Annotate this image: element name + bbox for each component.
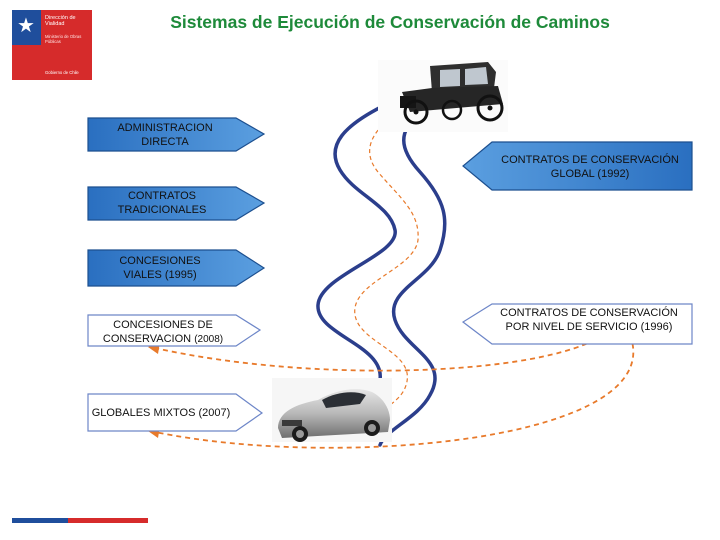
footer-bar-red — [68, 518, 148, 523]
label-concesiones-conservacion: CONCESIONES DE CONSERVACION (2008) — [86, 318, 240, 347]
label-contratos-global: CONTRATOS DE CONSERVACIÓN GLOBAL (1992) — [494, 153, 686, 181]
label-administracion-directa: ADMINISTRACION DIRECTA — [110, 121, 220, 149]
label-contratos-tradicionales: CONTRATOS TRADICIONALES — [110, 189, 214, 217]
label-concesiones-conservacion-year: (2008) — [194, 334, 223, 345]
old-car-icon — [378, 60, 508, 132]
label-globales-mixtos: GLOBALES MIXTOS (2007) — [86, 406, 236, 420]
label-concesiones-viales: CONCESIONES VIALES (1995) — [110, 254, 210, 282]
label-contratos-nivel-servicio: CONTRATOS DE CONSERVACIÓN POR NIVEL DE S… — [492, 306, 686, 334]
footer-bar-blue — [12, 518, 68, 523]
modern-car-icon — [272, 378, 392, 442]
